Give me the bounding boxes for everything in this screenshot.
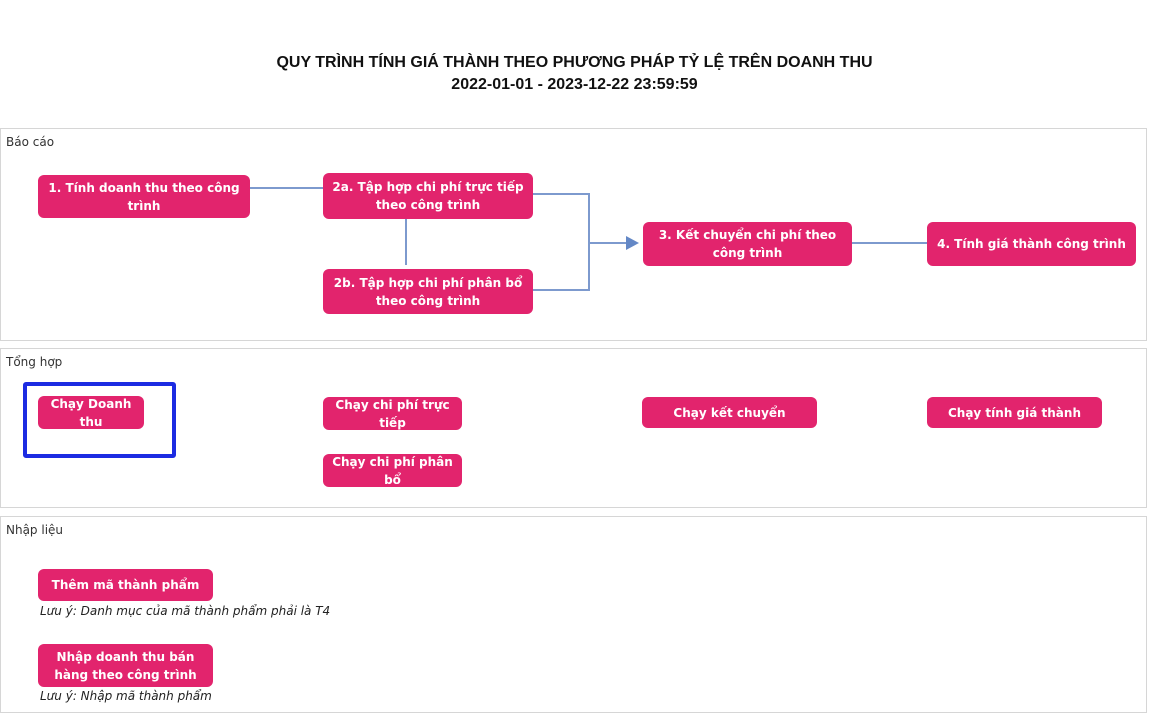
section-tong-hop: Tổng hợp [0,348,1147,508]
run-ket-chuyen-button-label: Chạy kết chuyển [673,405,786,420]
flow-box-step-4[interactable]: 4. Tính giá thành công trình [927,222,1136,266]
them-ma-thanh-pham-button-label: Thêm mã thành phẩm [51,578,200,592]
flow-box-step-2b-label: 2b. Tập hợp chi phí phân bổ theo công tr… [333,275,523,308]
section-tong-hop-label: Tổng hợp [6,355,63,369]
report-date-range: 2022-01-01 - 2023-12-22 23:59:59 [451,76,698,93]
section-nhap-lieu-label: Nhập liệu [6,523,64,537]
connector-step2a-step2b [405,219,407,265]
run-tinh-gia-thanh-button-label: Chạy tính giá thành [947,405,1081,420]
run-chi-phi-phan-bo-button-label: Chạy chi phí phân bổ [332,454,453,487]
selection-highlight-box [23,382,176,458]
nhap-doanh-thu-ban-hang-button-label: Nhập doanh thu bán hàng theo công trình [54,649,197,682]
flow-box-step-2a[interactable]: 2a. Tập hợp chi phí trực tiếp theo công … [323,173,533,219]
run-ket-chuyen-button[interactable]: Chạy kết chuyển [642,397,817,428]
run-chi-phi-truc-tiep-button[interactable]: Chạy chi phí trực tiếp [323,397,462,430]
flow-box-step-2a-label: 2a. Tập hợp chi phí trực tiếp theo công … [332,180,524,212]
run-doanh-thu-button[interactable]: Chạy Doanh thu [38,396,144,429]
run-doanh-thu-button-label: Chạy Doanh thu [50,396,132,429]
page-title: QUY TRÌNH TÍNH GIÁ THÀNH THEO PHƯƠNG PHÁ… [276,54,873,71]
them-ma-thanh-pham-button[interactable]: Thêm mã thành phẩm [38,569,213,601]
run-tinh-gia-thanh-button[interactable]: Chạy tính giá thành [927,397,1102,428]
connector-step2b-merge [533,289,590,291]
run-chi-phi-phan-bo-button[interactable]: Chạy chi phí phân bổ [323,454,462,487]
connector-step1-step2a [250,187,323,189]
connector-merge-step3 [588,242,628,244]
flow-box-step-3-label: 3. Kết chuyển chi phí theo công trình [658,228,837,260]
arrow-right-icon [626,236,639,250]
flow-box-step-1-label: 1. Tính doanh thu theo công trình [48,180,240,213]
nhap-doanh-thu-ban-hang-button[interactable]: Nhập doanh thu bán hàng theo công trình [38,644,213,687]
run-chi-phi-truc-tiep-button-label: Chạy chi phí trực tiếp [335,397,450,430]
connector-step2a-merge [533,193,590,195]
flow-box-step-3[interactable]: 3. Kết chuyển chi phí theo công trình [643,222,852,266]
note-nhap-doanh-thu: Lưu ý: Nhập mã thành phẩm [40,689,212,703]
section-bao-cao-label: Báo cáo [6,135,55,149]
flow-box-step-4-label: 4. Tính giá thành công trình [937,237,1126,251]
page-header: QUY TRÌNH TÍNH GIÁ THÀNH THEO PHƯƠNG PHÁ… [0,52,1149,96]
note-them-ma-thanh-pham: Lưu ý: Danh mục của mã thành phẩm phải l… [40,604,331,618]
flow-box-step-2b[interactable]: 2b. Tập hợp chi phí phân bổ theo công tr… [323,269,533,314]
connector-step3-step4 [852,242,927,244]
flow-box-step-1[interactable]: 1. Tính doanh thu theo công trình [38,175,250,218]
